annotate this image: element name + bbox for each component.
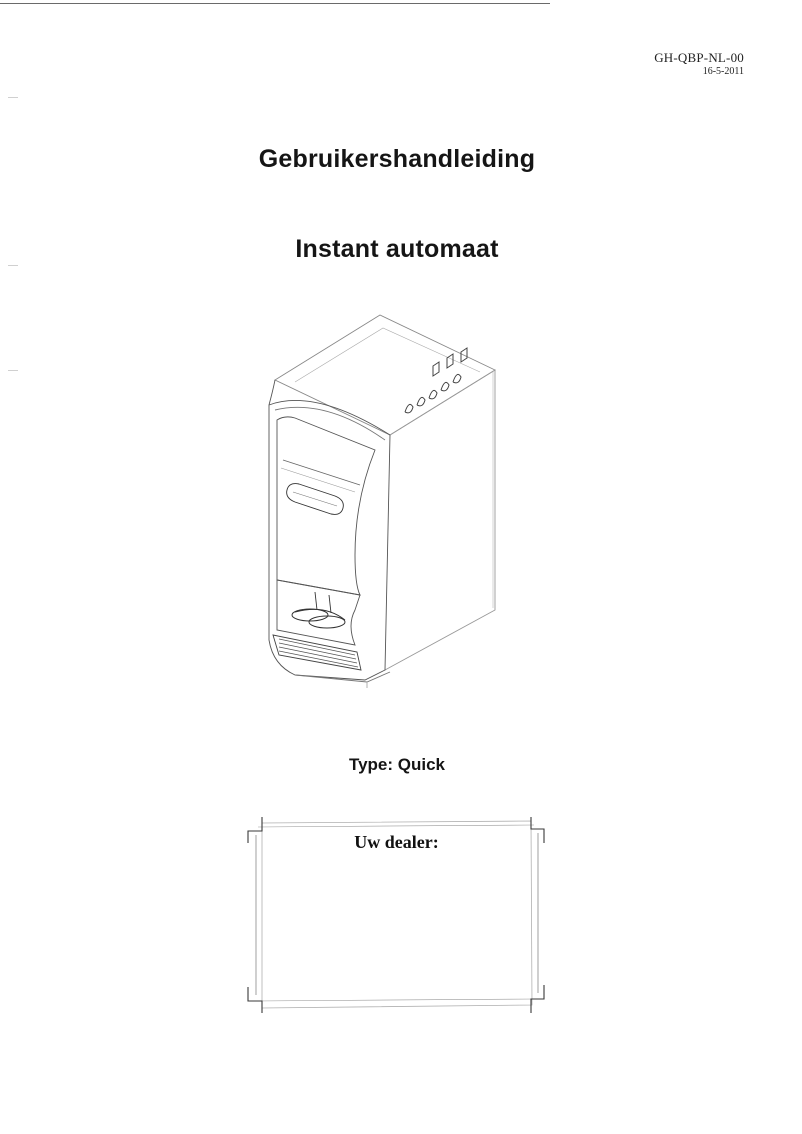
margin-mark — [8, 97, 18, 98]
page-title: Gebruikershandleiding — [258, 145, 536, 173]
page-subtitle: Instant automaat — [295, 235, 499, 263]
dealer-label: Uw dealer: — [354, 832, 439, 852]
document-code: GH-QBP-NL-00 — [654, 50, 744, 65]
product-type: Type: Quick — [348, 755, 446, 774]
top-rule — [0, 3, 550, 4]
vending-machine-illustration — [268, 314, 496, 688]
margin-mark — [8, 265, 18, 266]
dealer-frame — [247, 817, 545, 1013]
margin-mark — [8, 370, 18, 371]
document-date: 16-5-2011 — [702, 66, 744, 77]
document-code-block: GH-QBP-NL-00 16-5-2011 — [654, 50, 744, 78]
